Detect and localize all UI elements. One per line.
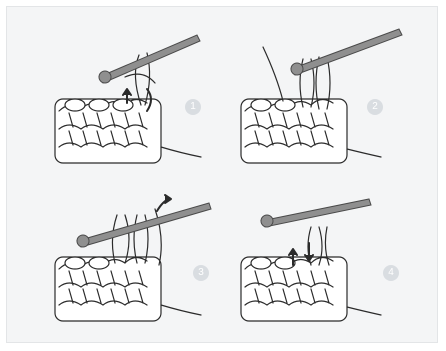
yarn-arrow-icon [157,195,171,211]
illustration-frame: 1 2 [6,6,438,343]
step-number-badge: 2 [367,99,383,115]
step-number-badge: 1 [185,99,201,115]
step-number-badge: 3 [193,265,209,281]
crochet-hook-icon [77,203,211,247]
step-panel-1: 1 [7,7,223,175]
step-2-drawing [223,7,439,175]
step-panel-3: 3 [7,175,223,343]
step-panel-4: 4 [223,175,439,343]
step-1-drawing [7,7,223,175]
crochet-hook-icon [291,29,402,75]
step-3-drawing [7,175,223,343]
crochet-hook-icon [261,199,371,227]
step-number-badge: 4 [383,265,399,281]
step-panel-2: 2 [223,7,439,175]
step-4-drawing [223,175,439,343]
